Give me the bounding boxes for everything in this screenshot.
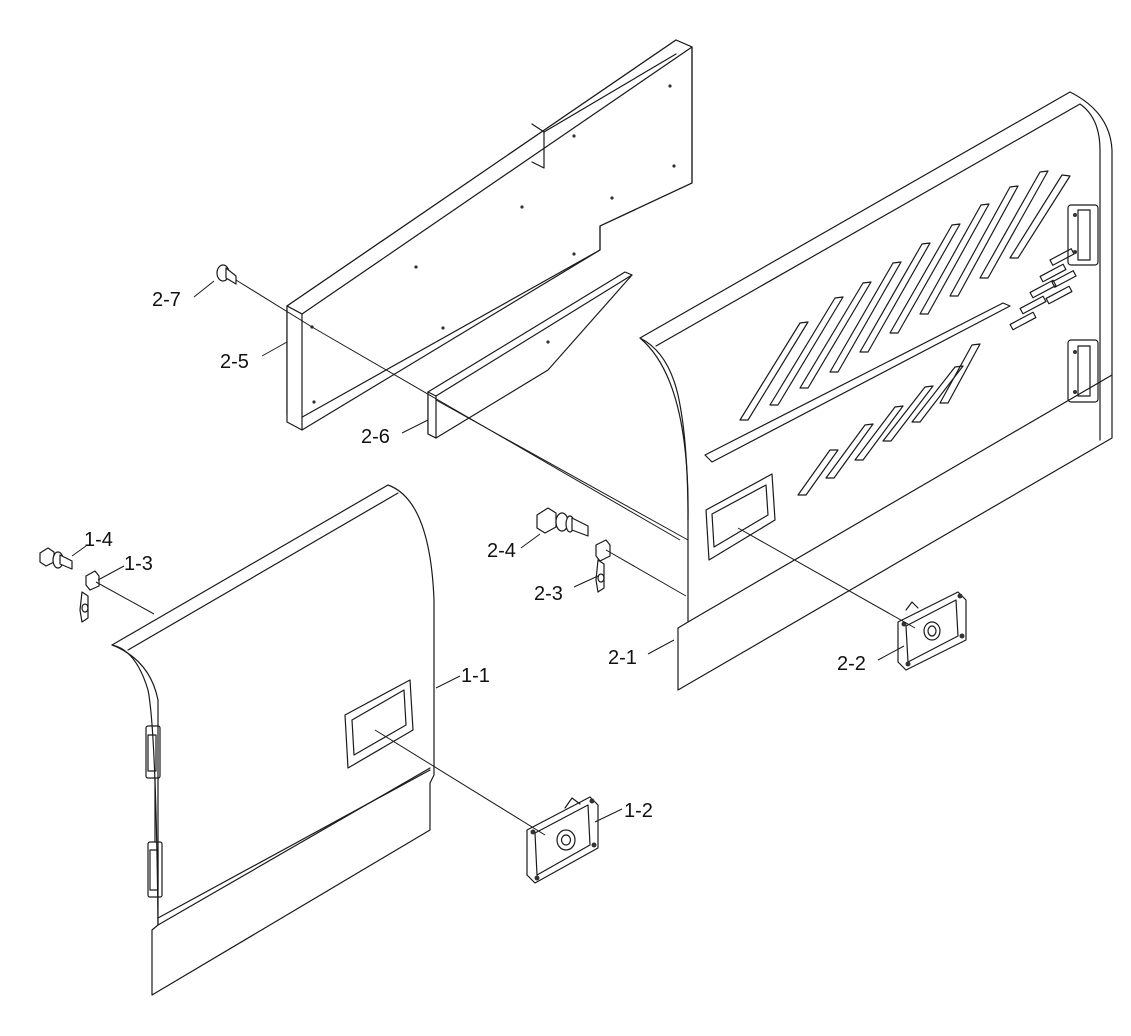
part-1-1-side-panel (111, 484, 435, 996)
vent-slots-upper (739, 170, 1071, 421)
callout-2-5: 2-5 (220, 351, 249, 373)
callout-1-3: 1-3 (124, 553, 153, 575)
part-2-6-strip (427, 271, 633, 439)
part-2-3-bracket (595, 539, 687, 597)
callout-2-6: 2-6 (361, 426, 390, 448)
callout-1-4: 1-4 (84, 529, 113, 551)
callout-2-2: 2-2 (837, 653, 866, 675)
callout-1-2: 1-2 (624, 800, 653, 822)
part-2-4-bolt-set (536, 507, 589, 537)
part-2-2-latch (737, 527, 967, 671)
panel-2-1-hinges (1067, 204, 1099, 403)
part-2-7-rivet (216, 264, 313, 328)
panel-1-1-handle-recess (344, 679, 414, 769)
vent-slots-side (1009, 248, 1077, 331)
panel-1-1-hinges (145, 725, 163, 898)
part-2-5-board (286, 39, 693, 431)
leader-lines (71, 280, 905, 823)
callout-labels: 2-7 2-5 2-6 2-4 2-3 2-1 2-2 1-1 1-2 1-4 … (84, 289, 866, 822)
callout-2-1: 2-1 (608, 647, 637, 669)
vent-slots-lower (797, 343, 981, 496)
assembly-lines (311, 326, 689, 541)
callout-2-3: 2-3 (534, 583, 563, 605)
callout-2-4: 2-4 (487, 540, 516, 562)
part-1-2-latch (374, 729, 599, 884)
callout-2-7: 2-7 (152, 289, 181, 311)
panel-2-1-handle-recess (705, 473, 776, 561)
part-1-3-bracket (79, 570, 155, 623)
part-1-4-bolt-set (39, 547, 73, 570)
part-2-1-vented-panel (639, 91, 1113, 691)
callout-1-1: 1-1 (461, 665, 490, 687)
